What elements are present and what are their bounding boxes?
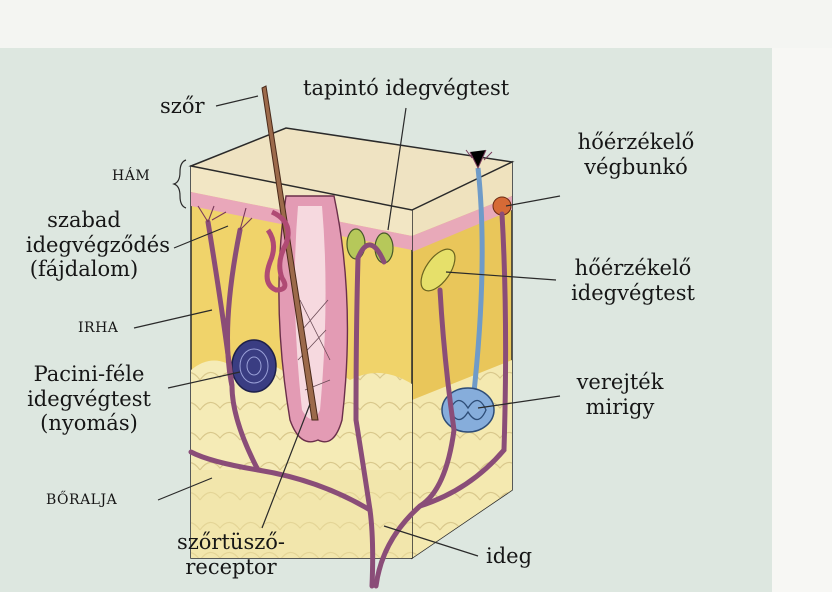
label-pacini: Pacini-féle idegvégtest (nyomás) [14,362,164,436]
label-heat-corpuscle-line2: idegvégtest [571,280,695,305]
label-hair-follicle-receptor-line2: receptor [185,554,277,579]
label-hypodermis: BŐRALJA [46,492,118,508]
block-side-face [411,160,513,560]
label-hair: szőr [160,94,205,118]
label-heat-end-bulb-line1: hőérzékelő [577,130,695,154]
label-pacini-line1: Pacini-féle [33,362,145,386]
label-sweat-gland-line2: mirigy [585,394,655,419]
sebaceous-gland [264,209,291,293]
label-heat-corpuscle: hőérzékelő idegvégtest [556,256,710,305]
free-nerve-endings [197,205,253,231]
nerve-network [188,211,509,589]
hair-shaft [261,85,319,421]
label-pacini-line2: idegvégtest [27,386,151,411]
label-heat-end-bulb: hőérzékelő végbunkó [562,130,710,179]
heat-receptors [420,196,512,292]
label-sweat-gland: verejték mirigy [562,370,678,419]
pacini-corpuscle [231,339,277,393]
label-dermis: IRHA [78,320,119,336]
top-strip [0,0,832,48]
label-sweat-gland-line1: verejték [576,370,664,394]
label-nerve: ideg [486,544,533,568]
label-free-nerve-ending-line2: idegvégződés [25,232,170,257]
label-pacini-line3: (nyomás) [40,411,138,436]
label-free-nerve-ending-line3: (fájdalom) [29,257,139,282]
label-hair-follicle-receptor: szőrtüsző- receptor [166,530,296,579]
label-heat-end-bulb-line2: végbunkó [584,154,688,179]
label-hair-follicle-receptor-line1: szőrtüsző- [176,530,286,554]
label-free-nerve-ending: szabad idegvégződés (fájdalom) [0,208,170,282]
page-right-margin [772,48,832,592]
label-touch-corpuscle: tapintó idegvégtest [303,76,510,100]
label-free-nerve-ending-line1: szabad [47,208,121,232]
label-heat-corpuscle-line1: hőérzékelő [574,256,692,280]
leader-lines [133,95,561,557]
label-epidermis: HÁM [112,168,151,184]
hair-follicle [278,195,349,443]
